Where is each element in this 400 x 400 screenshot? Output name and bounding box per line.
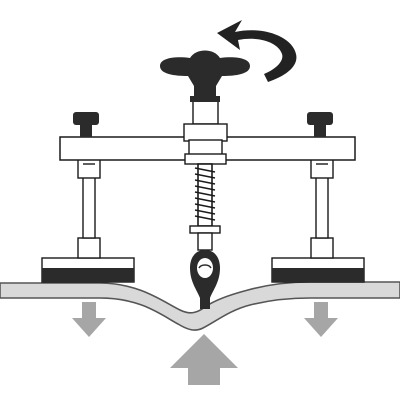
- center-nut: [183, 99, 228, 165]
- up-arrow-center-icon: [170, 334, 238, 385]
- right-adjust-knob: [307, 112, 333, 137]
- t-handle-knob: [160, 50, 250, 102]
- left-leg: [77, 157, 101, 259]
- left-adjust-knob: [73, 112, 99, 137]
- down-arrow-left-icon: [72, 302, 106, 337]
- spring: [194, 163, 216, 227]
- puller-tab: [190, 250, 220, 309]
- right-foot-pad: [271, 257, 365, 283]
- right-leg: [310, 157, 334, 259]
- body-panel: [0, 281, 400, 331]
- lower-collar: [189, 225, 221, 251]
- curved-arrow-icon: [217, 20, 297, 82]
- down-arrow-right-icon: [304, 302, 338, 337]
- left-foot-pad: [41, 257, 135, 283]
